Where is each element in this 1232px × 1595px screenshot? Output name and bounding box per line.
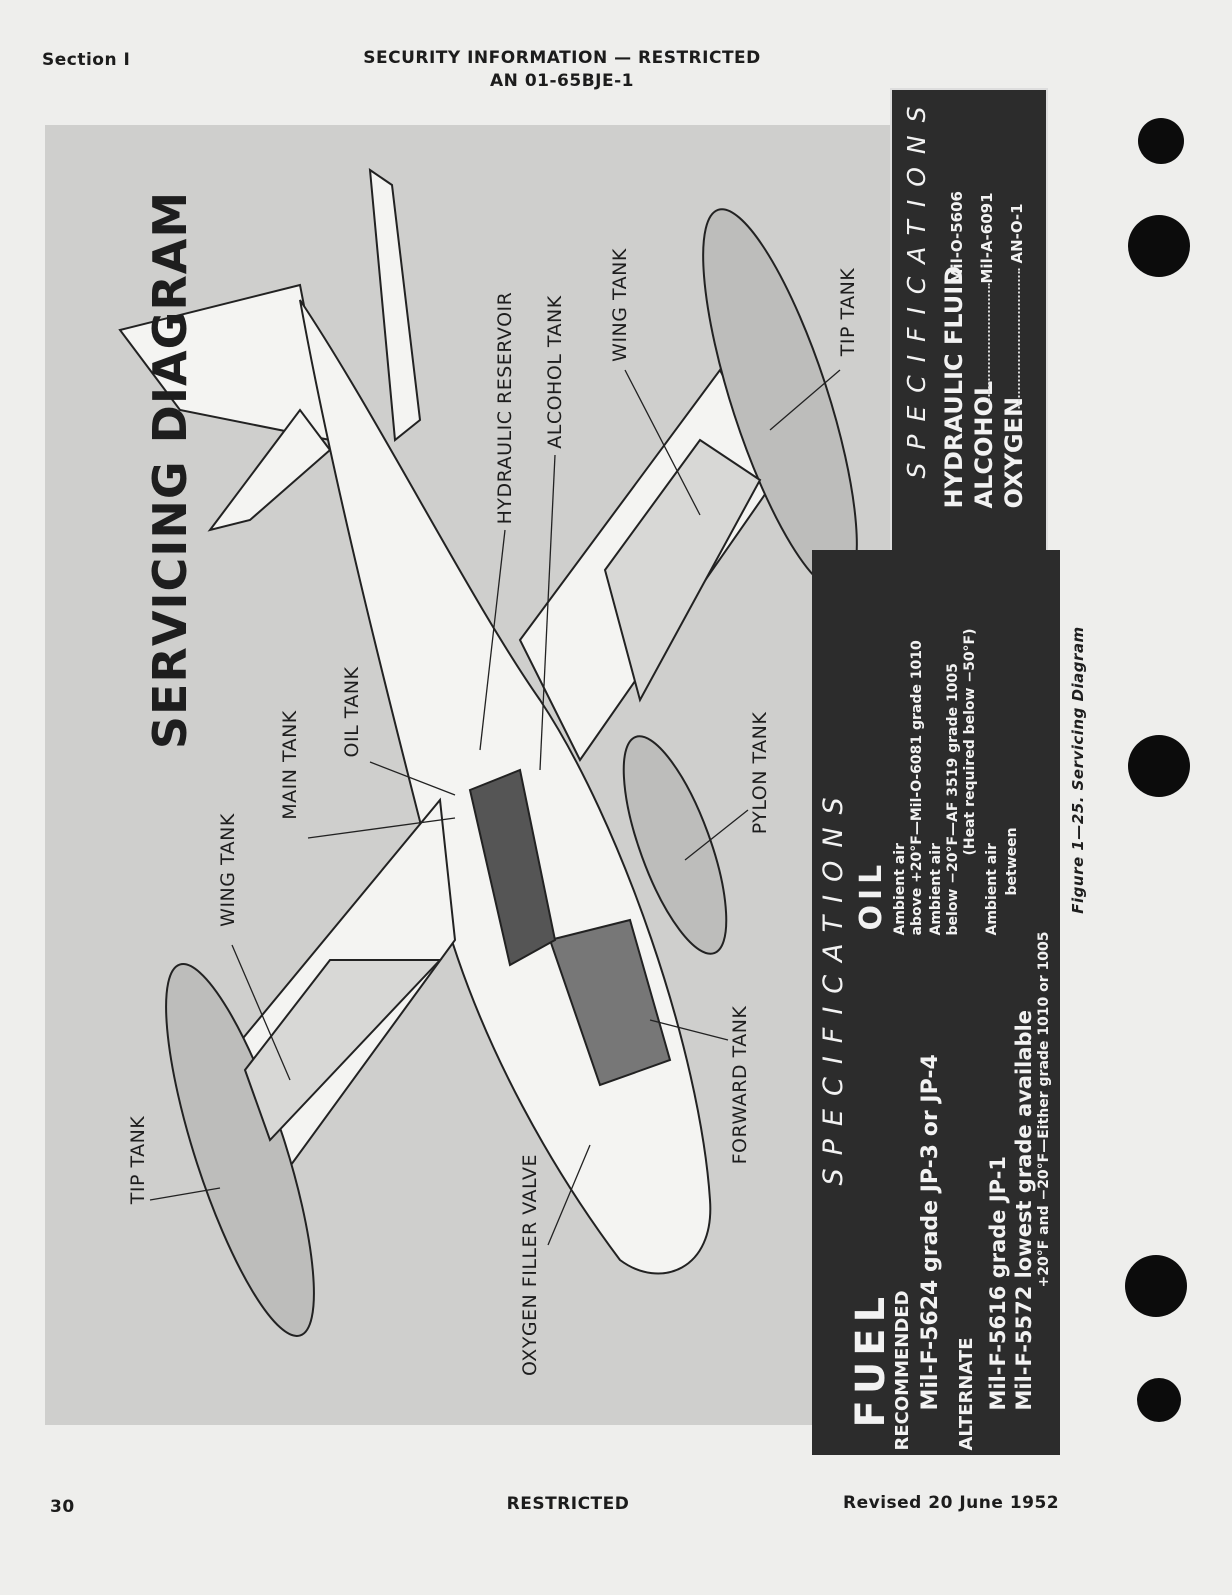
- page-number: 30: [50, 1497, 75, 1517]
- fuel-alternate: Mil-F-5572 lowest grade available: [1012, 1009, 1036, 1410]
- oil-line: between: [1004, 826, 1020, 895]
- spec-name: HYDRAULIC FLUID: [940, 265, 968, 508]
- spec-name: ALCOHOL: [970, 380, 998, 508]
- label-wing-tank-right: WING TANK: [609, 248, 631, 362]
- label-oil-tank: OIL TANK: [341, 666, 363, 758]
- oil-line: Ambient air: [984, 842, 1000, 935]
- specs-main-heading: SPECIFICATIONS: [818, 783, 849, 1185]
- fuel-title: FUEL: [848, 1290, 894, 1427]
- spec-value: Mil-A-6091: [978, 191, 996, 283]
- oil-line: Ambient air: [892, 842, 908, 935]
- punch-hole: [1137, 1378, 1181, 1422]
- footer-classification: RESTRICTED: [506, 1494, 630, 1514]
- punch-hole: [1125, 1255, 1187, 1317]
- spec-value: Mil-O-5606: [948, 190, 966, 283]
- spec-value: AN-O-1: [1008, 202, 1026, 263]
- fuel-recommended: Mil-F-5624 grade JP-3 or JP-4: [918, 1053, 943, 1410]
- label-wing-tank-left: WING TANK: [217, 813, 239, 927]
- security-banner: SECURITY INFORMATION — RESTRICTED: [363, 48, 761, 68]
- label-tip-tank-left: TIP TANK: [127, 1115, 149, 1205]
- oil-line: +20°F and −20°F—Either grade 1010 or 100…: [1036, 931, 1052, 1287]
- tail-fin-upper: [368, 167, 422, 442]
- oil-line: Ambient air: [928, 842, 944, 935]
- label-forward-tank: FORWARD TANK: [729, 1005, 751, 1165]
- punch-hole: [1128, 735, 1190, 797]
- figure-caption: Figure 1—25. Servicing Diagram: [1069, 626, 1087, 914]
- fuel-recommended-label: RECOMMENDED: [892, 1289, 913, 1450]
- punch-hole: [1128, 215, 1190, 277]
- spec-name: OXYGEN: [1000, 396, 1028, 508]
- section-label: Section I: [42, 50, 131, 70]
- label-oxygen-filler-valve: OXYGEN FILLER VALVE: [519, 1153, 541, 1377]
- left-tip-tank: [165, 963, 315, 1337]
- oil-title: OIL: [854, 859, 889, 930]
- specs-top-heading: SPECIFICATIONS: [902, 93, 931, 478]
- left-wing-tank-shape: [243, 959, 443, 1142]
- dotted-leader: [988, 283, 990, 403]
- label-tip-tank-right: TIP TANK: [837, 267, 859, 357]
- fuel-alternate-label: ALTERNATE: [956, 1336, 977, 1450]
- diagram-title: SERVICING DIAGRAM: [143, 190, 197, 750]
- oil-line: below −20°F—AF 3519 grade 1005: [945, 662, 961, 935]
- oil-line: above +20°F—Mil-O-6081 grade 1010: [909, 639, 925, 935]
- label-pylon-tank: PYLON TANK: [749, 711, 771, 835]
- label-hydraulic-reservoir: HYDRAULIC RESERVOIR: [494, 291, 516, 525]
- pylon-tank: [622, 735, 728, 955]
- dotted-leader: [1018, 268, 1020, 408]
- specs-box-fuel-oil: SPECIFICATIONS FUEL RECOMMENDED Mil-F-56…: [812, 550, 1060, 1455]
- main-tank-shape: [468, 768, 557, 967]
- punch-hole: [1138, 118, 1184, 164]
- revision-date: Revised 20 June 1952: [843, 1493, 1060, 1513]
- document-number: AN 01-65BJE-1: [490, 71, 634, 91]
- oil-line: (Heat required below −50°F): [962, 627, 978, 855]
- label-main-tank: MAIN TANK: [279, 710, 301, 820]
- specs-box-hydraulic: SPECIFICATIONS HYDRAULIC FLUID Mil-O-560…: [890, 88, 1048, 575]
- fuel-alternate: Mil-F-5616 grade JP-1: [986, 1155, 1010, 1411]
- forward-tank-shape: [548, 918, 672, 1087]
- label-alcohol-tank: ALCOHOL TANK: [544, 295, 566, 449]
- right-wing-tank-shape: [603, 438, 762, 703]
